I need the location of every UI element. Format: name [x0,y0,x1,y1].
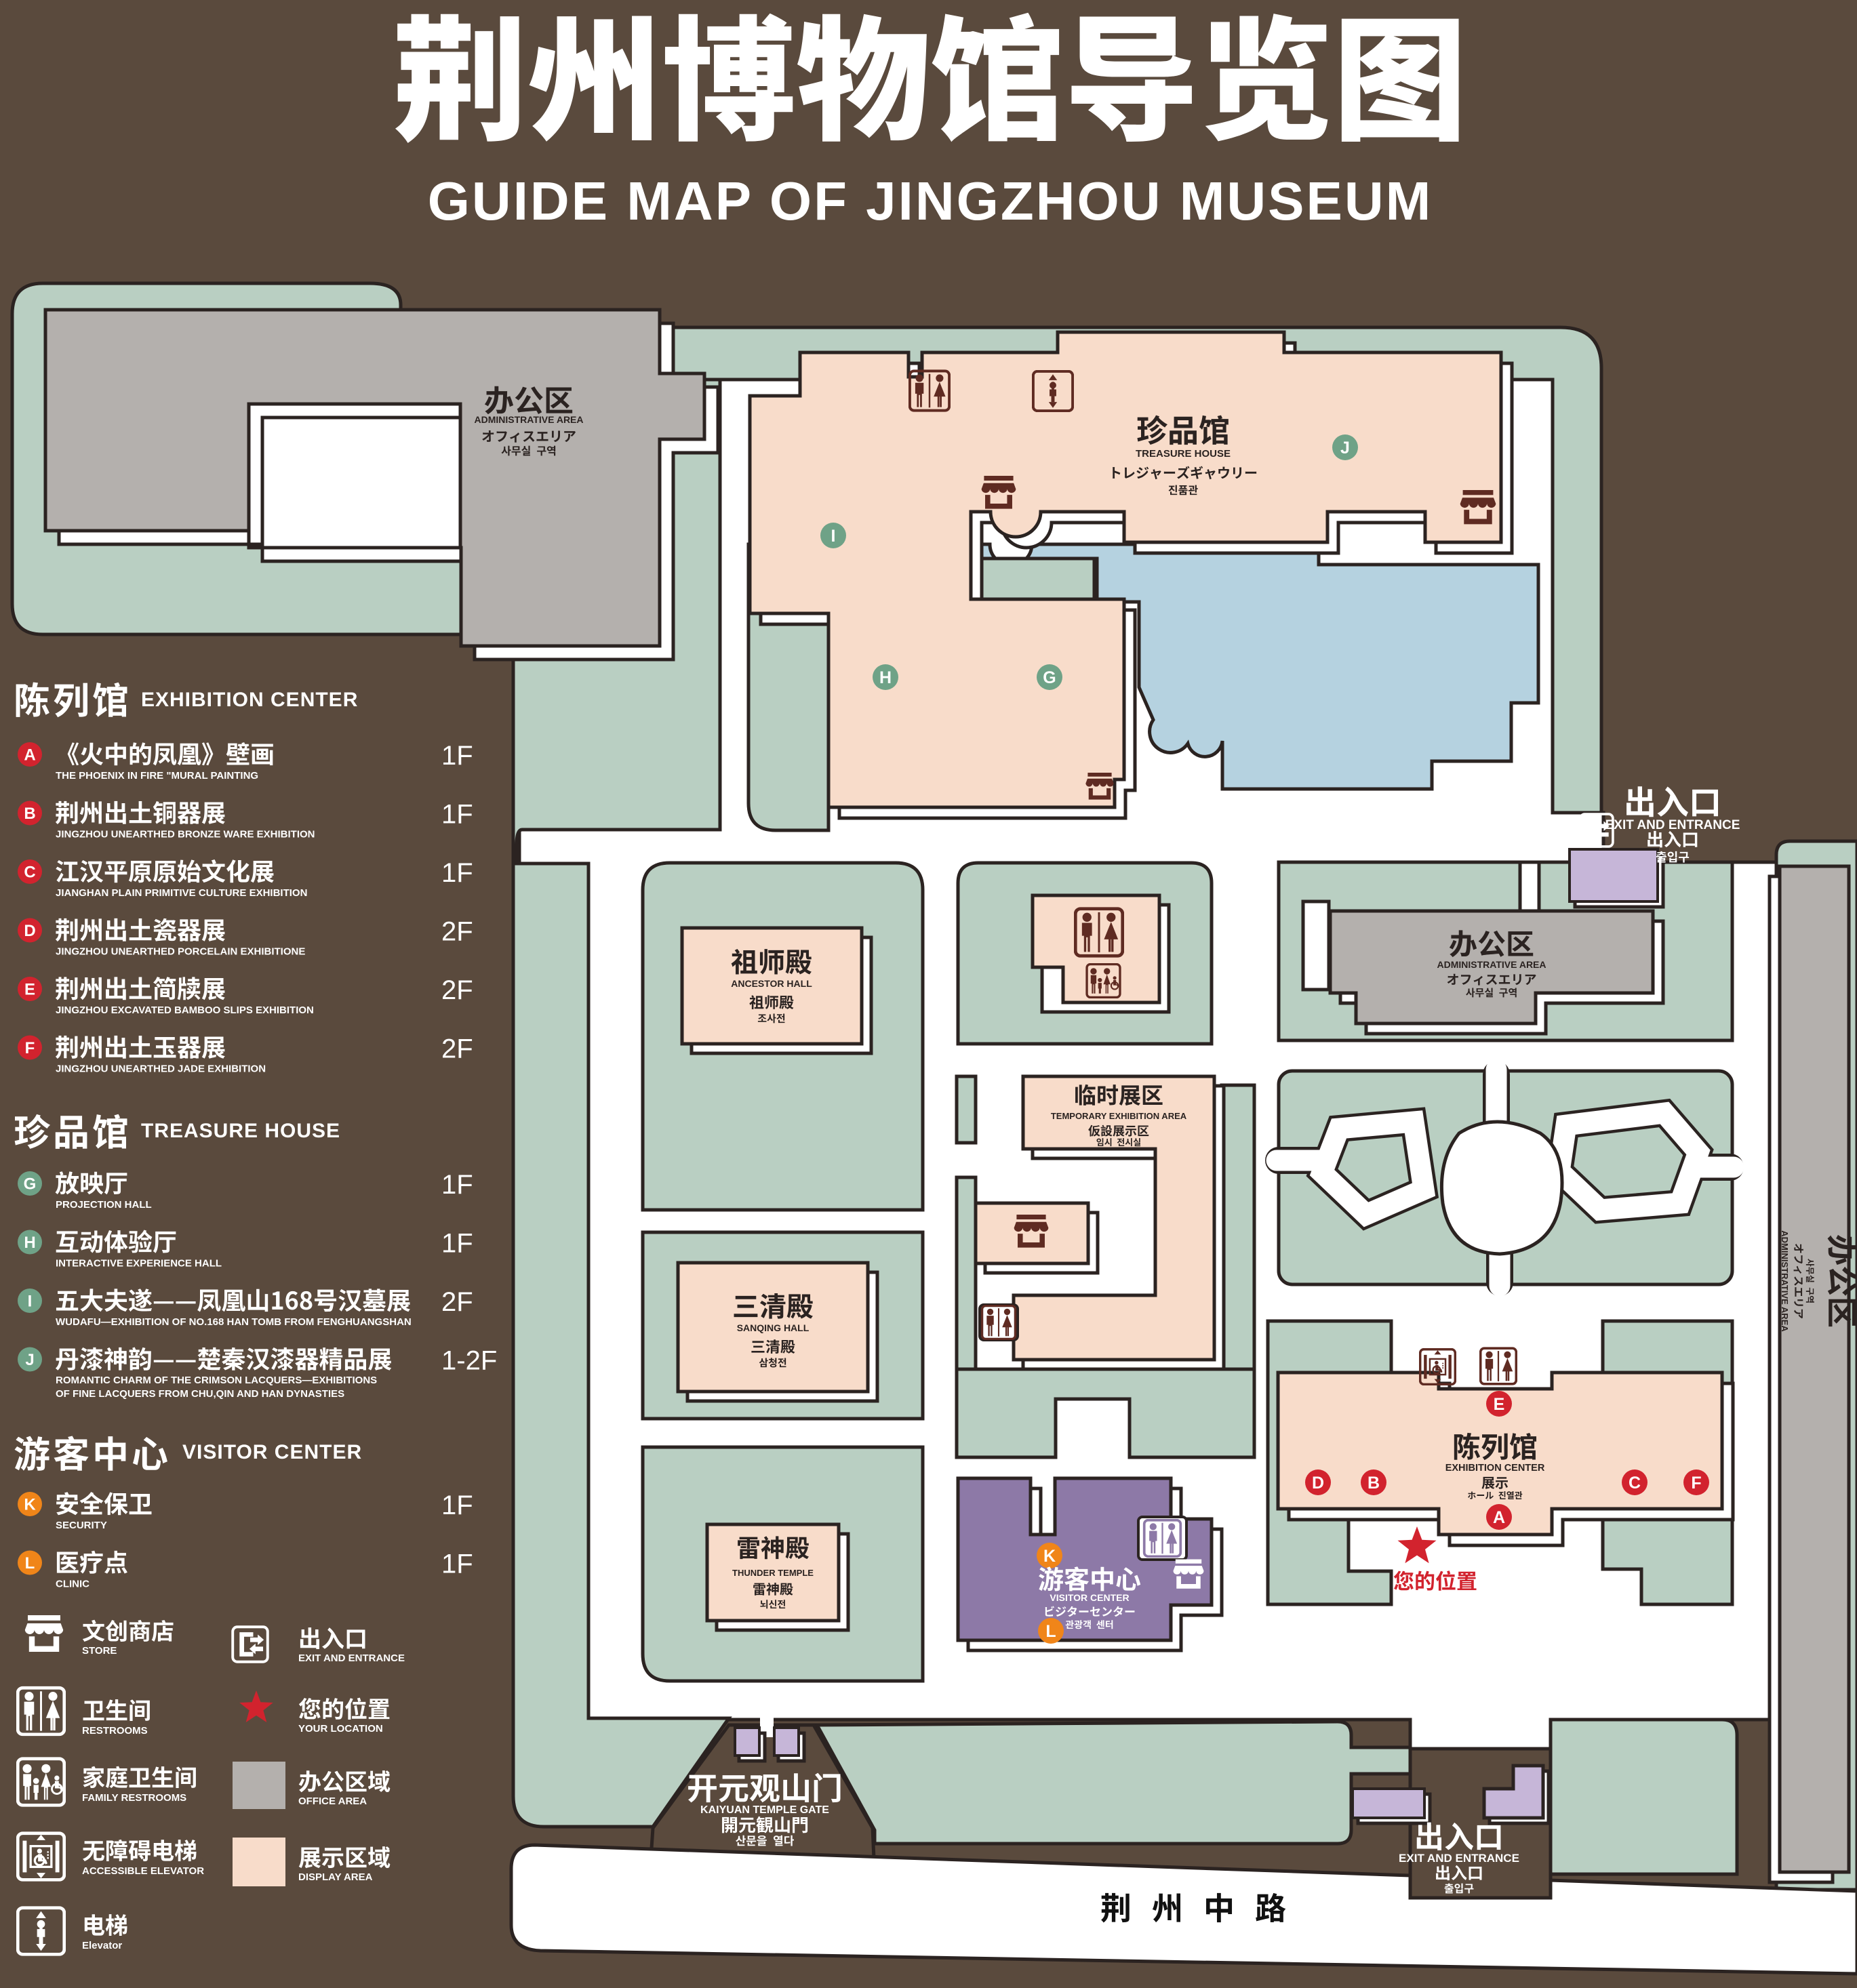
svg-text:Elevator: Elevator [82,1940,122,1951]
svg-text:FAMILY RESTROOMS: FAMILY RESTROOMS [82,1792,186,1804]
svg-text:ROMANTIC CHARM OF THE CRIMSON: ROMANTIC CHARM OF THE CRIMSON LACQUERS—E… [56,1375,377,1386]
svg-text:JINGZHOU EXCAVATED BAMBOO SLIP: JINGZHOU EXCAVATED BAMBOO SLIPS EXHIBITI… [56,1005,314,1016]
svg-text:1F: 1F [441,741,473,771]
svg-text:K: K [24,1495,36,1514]
svg-text:ACCESSIBLE ELEVATOR: ACCESSIBLE ELEVATOR [82,1865,204,1877]
svg-text:ADMINISTRATIVE AREA: ADMINISTRATIVE AREA [1780,1230,1790,1332]
svg-text:OF FINE LACQUERS FROM CHU,QIN: OF FINE LACQUERS FROM CHU,QIN AND HAN DY… [56,1388,344,1400]
svg-text:B: B [1367,1474,1380,1493]
svg-text:E: E [1494,1395,1505,1414]
svg-text:F: F [1691,1474,1701,1493]
svg-text:J: J [1340,439,1350,458]
svg-text:B: B [24,805,35,823]
svg-text:ADMINISTRATIVE AREA: ADMINISTRATIVE AREA [475,414,584,425]
svg-text:E: E [24,980,35,998]
svg-text:CLINIC: CLINIC [56,1579,89,1590]
svg-text:KAIYUAN TEMPLE GATE: KAIYUAN TEMPLE GATE [700,1804,829,1816]
svg-text:JINGZHOU UNEARTHED BRONZE WARE: JINGZHOU UNEARTHED BRONZE WARE EXHIBITIO… [56,829,315,840]
svg-text:1F: 1F [441,858,473,888]
svg-text:L: L [25,1554,35,1573]
svg-text:RESTROOMS: RESTROOMS [82,1725,148,1737]
svg-text:ADMINISTRATIVE AREA: ADMINISTRATIVE AREA [1437,959,1546,970]
svg-text:G: G [24,1175,37,1193]
svg-text:2F: 2F [441,1034,473,1064]
svg-text:EXHIBITION CENTER: EXHIBITION CENTER [141,689,358,711]
svg-text:I: I [831,527,836,546]
svg-text:G: G [1043,668,1056,687]
svg-text:JINGZHOU UNEARTHED JADE EXHIBI: JINGZHOU UNEARTHED JADE EXHIBITION [56,1063,266,1075]
svg-text:EXIT AND ENTRANCE: EXIT AND ENTRANCE [1399,1852,1519,1865]
svg-text:2F: 2F [441,1287,473,1317]
svg-text:K: K [1043,1547,1056,1566]
svg-text:DISPLAY AREA: DISPLAY AREA [298,1871,373,1883]
svg-text:1F: 1F [441,1229,473,1259]
svg-text:2F: 2F [441,917,473,947]
svg-text:H: H [24,1234,35,1252]
svg-text:PROJECTION HALL: PROJECTION HALL [56,1199,152,1211]
svg-text:1F: 1F [441,1170,473,1200]
svg-text:EXHIBITION CENTER: EXHIBITION CENTER [1445,1463,1545,1474]
svg-text:EXIT AND ENTRANCE: EXIT AND ENTRANCE [298,1652,405,1664]
svg-text:TREASURE HOUSE: TREASURE HOUSE [1136,448,1231,460]
svg-text:D: D [1312,1474,1324,1493]
svg-text:1F: 1F [441,1549,473,1579]
svg-text:SANQING HALL: SANQING HALL [737,1322,810,1333]
svg-text:YOUR LOCATION: YOUR LOCATION [298,1723,383,1735]
svg-text:EXIT AND ENTRANCE: EXIT AND ENTRANCE [1605,818,1740,832]
svg-text:SECURITY: SECURITY [56,1520,107,1531]
svg-text:ANCESTOR HALL: ANCESTOR HALL [731,978,812,989]
svg-text:J: J [25,1351,34,1369]
svg-text:C: C [1629,1474,1641,1493]
svg-text:I: I [28,1292,33,1310]
svg-text:VISITOR CENTER: VISITOR CENTER [1050,1592,1129,1603]
svg-text:1F: 1F [441,800,473,830]
svg-text:H: H [879,668,892,687]
svg-text:THUNDER TEMPLE: THUNDER TEMPLE [732,1568,814,1578]
svg-text:STORE: STORE [82,1645,117,1657]
svg-text:A: A [24,746,35,764]
svg-text:F: F [25,1039,35,1057]
svg-text:WUDAFU—EXHIBITION OF NO.168 HA: WUDAFU—EXHIBITION OF NO.168 HAN TOMB FRO… [56,1316,412,1328]
svg-text:GUIDE MAP OF JINGZHOU MUSEUM: GUIDE MAP OF JINGZHOU MUSEUM [428,171,1433,231]
svg-text:1F: 1F [441,1490,473,1520]
svg-text:OFFICE AREA: OFFICE AREA [298,1796,367,1807]
svg-text:VISITOR CENTER: VISITOR CENTER [182,1441,362,1463]
svg-text:1-2F: 1-2F [441,1346,497,1376]
svg-text:INTERACTIVE EXPERIENCE HALL: INTERACTIVE EXPERIENCE HALL [56,1258,222,1270]
svg-text:JINGZHOU UNEARTHED PORCELAIN E: JINGZHOU UNEARTHED PORCELAIN EXHIBITIONE [56,946,305,958]
svg-text:THE PHOENIX IN FIRE "MURAL PAI: THE PHOENIX IN FIRE "MURAL PAINTING [56,770,258,782]
svg-text:TREASURE HOUSE: TREASURE HOUSE [141,1120,340,1142]
svg-text:TEMPORARY EXHIBITION AREA: TEMPORARY EXHIBITION AREA [1051,1111,1187,1121]
svg-text:A: A [1493,1508,1505,1527]
svg-text:D: D [24,922,35,940]
svg-text:L: L [1045,1622,1056,1641]
svg-text:2F: 2F [441,975,473,1005]
svg-text:C: C [24,863,35,881]
svg-text:JIANGHAN PLAIN PRIMITIVE CULTU: JIANGHAN PLAIN PRIMITIVE CULTURE EXHIBIT… [56,887,307,899]
